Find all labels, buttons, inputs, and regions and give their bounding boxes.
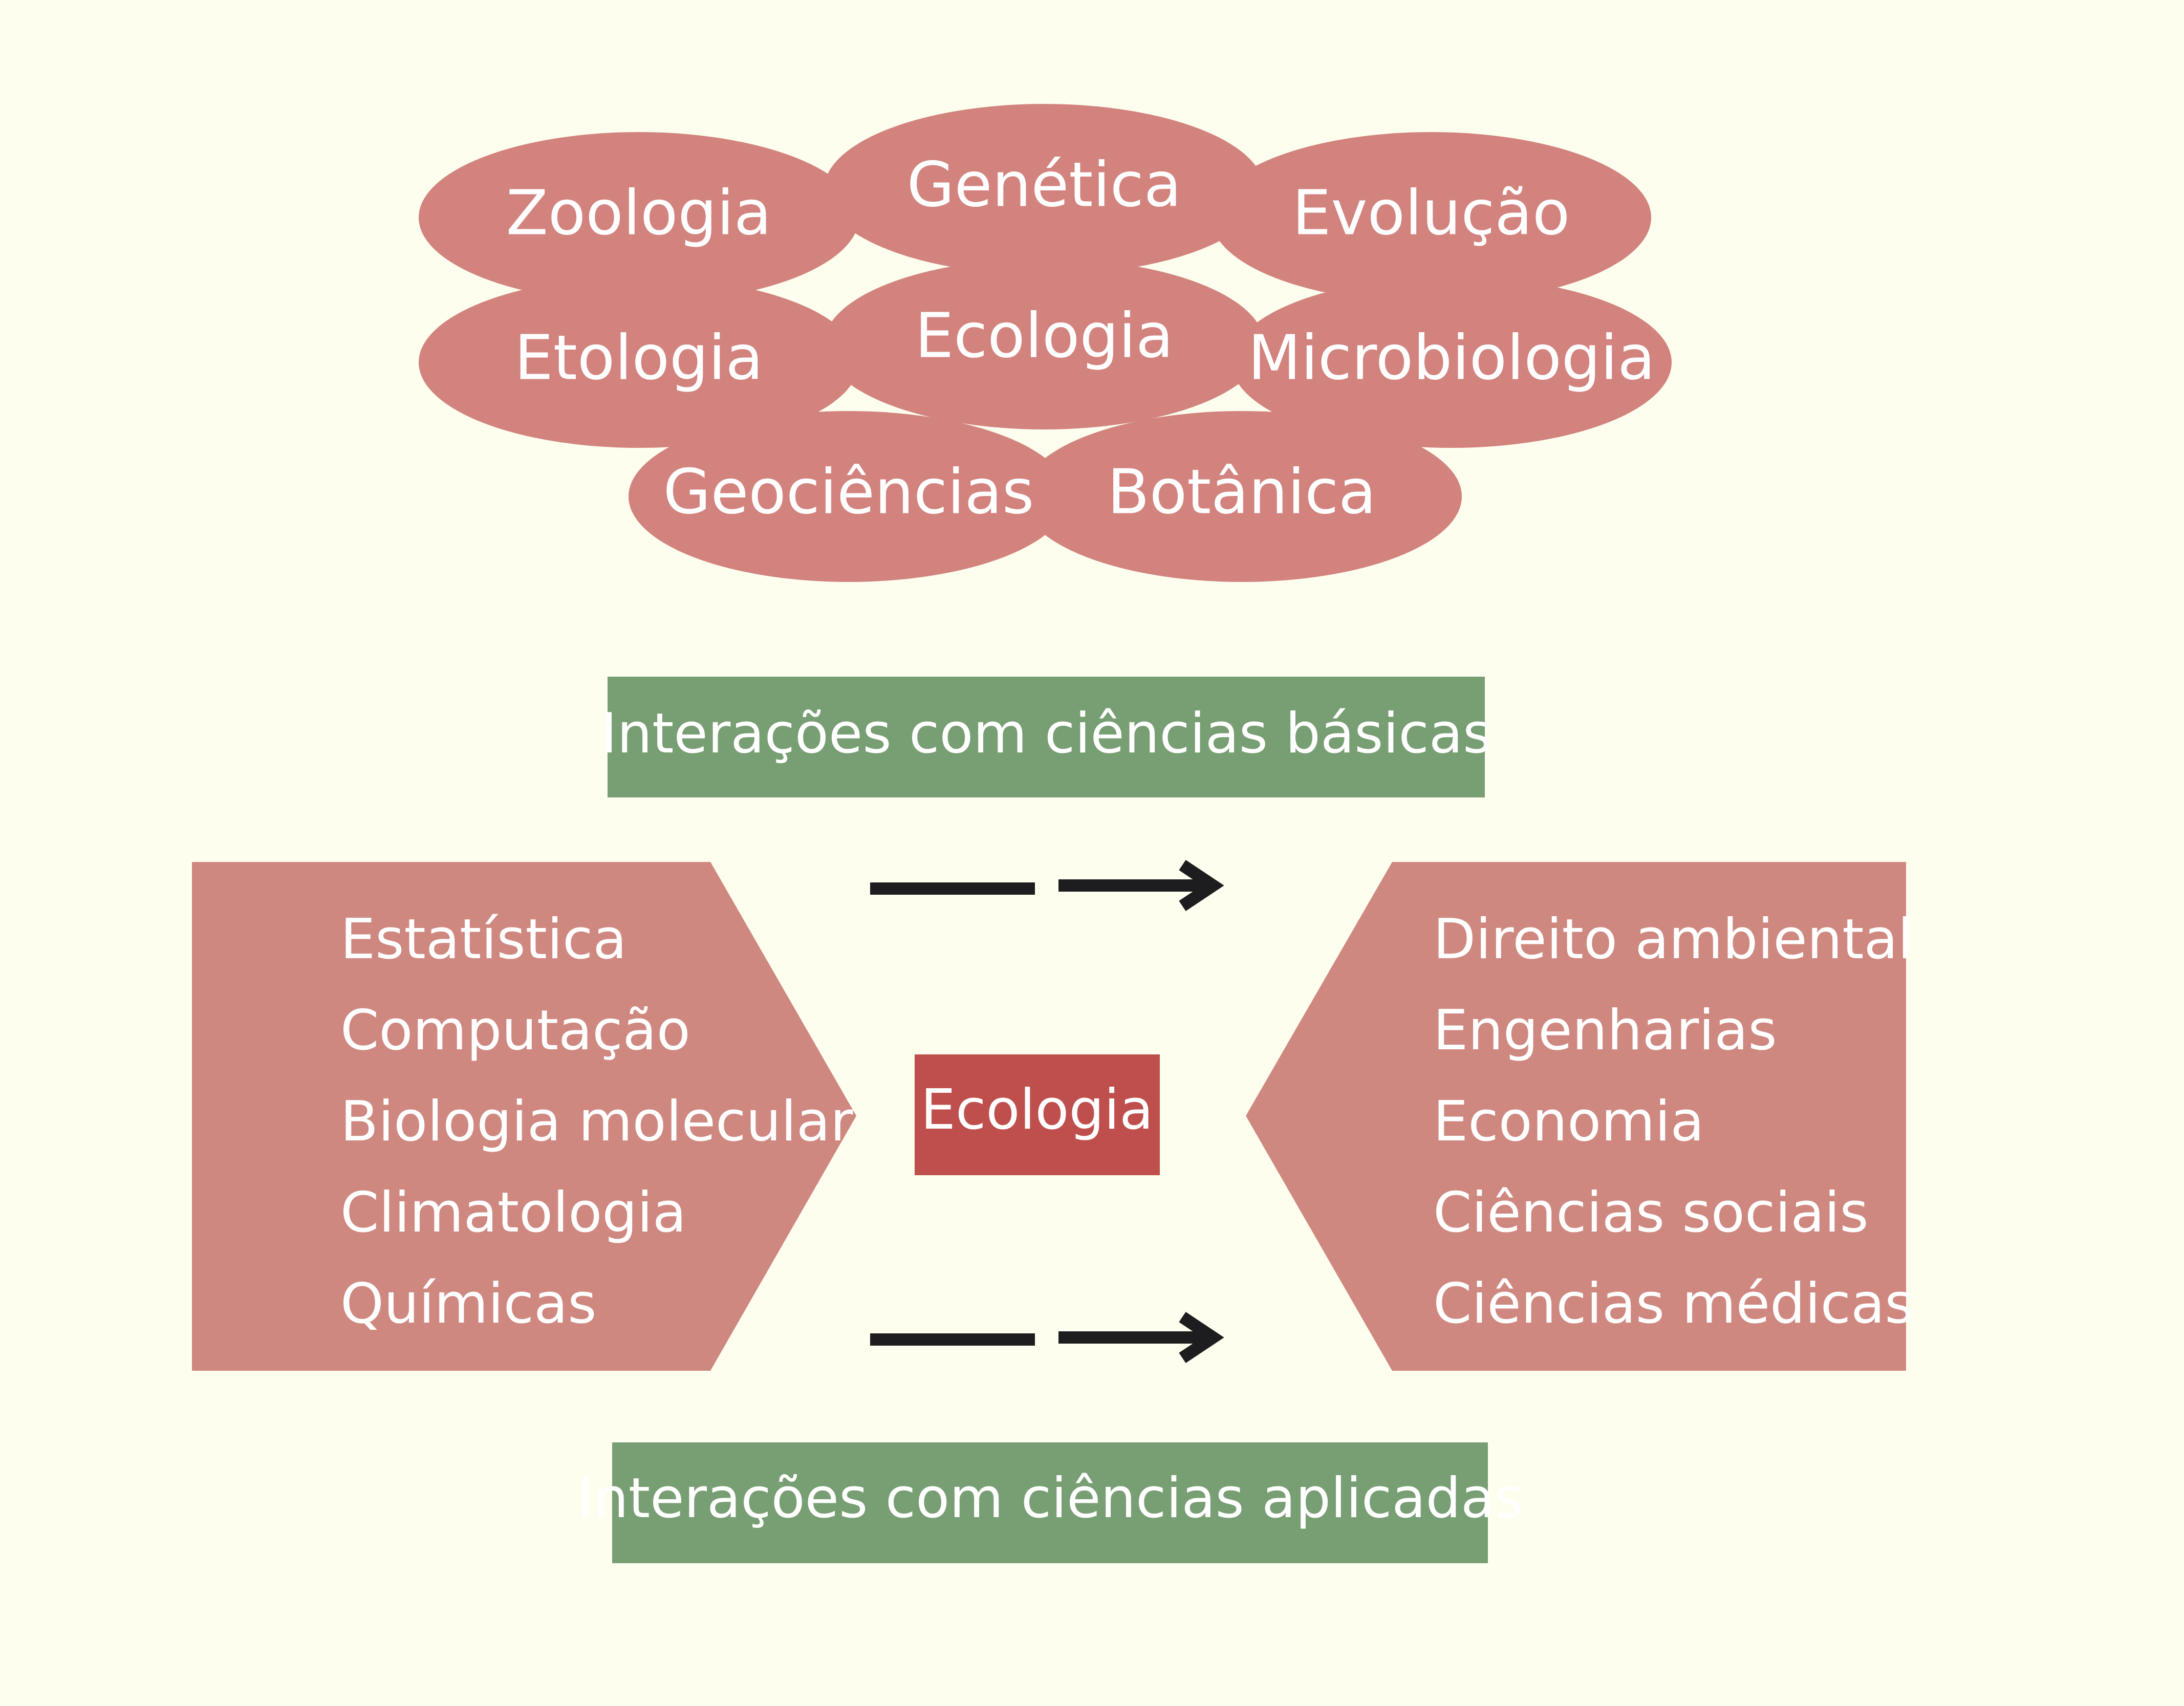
arrow-top-head <box>1179 860 1224 911</box>
right-item-engineering: Engenharias <box>1433 999 1777 1063</box>
right-item-environmental-law: Direito ambiental <box>1433 908 1913 971</box>
ellipse-microbiology <box>1231 277 1672 448</box>
left-chevron: Estatística Computação Biologia molecula… <box>192 862 856 1371</box>
label-ethology: Etologia <box>514 323 763 394</box>
left-chevron-shape <box>192 862 856 1371</box>
ellipse-ethology <box>419 277 859 448</box>
right-item-social-sciences: Ciências sociais <box>1433 1181 1869 1245</box>
label-geosciences: Geociências <box>663 457 1034 528</box>
ellipse-evolution <box>1211 132 1651 303</box>
banner-basic-box <box>608 677 1485 797</box>
arrow-bottom-head <box>1179 1312 1224 1363</box>
ellipse-zoology <box>419 132 859 303</box>
label-microbiology: Microbiologia <box>1248 323 1655 394</box>
center-box-label: Ecologia <box>921 1078 1154 1142</box>
label-evolution: Evolução <box>1292 178 1570 249</box>
label-ecology-top: Ecologia <box>915 301 1173 372</box>
label-zoology: Zoologia <box>506 178 772 249</box>
left-item-statistics: Estatística <box>340 908 627 971</box>
label-genetics: Genética <box>907 150 1182 221</box>
right-item-medical-sciences: Ciências médicas <box>1433 1272 1914 1336</box>
center-box-rect <box>915 1054 1160 1175</box>
banner-basic: Interações com ciências básicas <box>601 677 1491 797</box>
ellipse-geosciences <box>629 411 1069 582</box>
arrow-top <box>870 860 1224 911</box>
basic-sciences-cluster: Zoologia Genética Evolução Etologia Ecol… <box>419 104 1672 582</box>
right-item-economics: Economia <box>1433 1090 1704 1154</box>
center-box: Ecologia <box>915 1054 1160 1175</box>
left-item-molecular-biology: Biologia molecular <box>340 1090 853 1154</box>
banner-applied-box <box>612 1442 1488 1563</box>
ellipse-botany <box>1022 411 1462 582</box>
ellipse-genetics <box>824 104 1264 275</box>
label-botany: Botânica <box>1107 457 1376 528</box>
banner-applied: Interações com ciências aplicadas <box>577 1442 1524 1563</box>
banner-applied-label: Interações com ciências aplicadas <box>577 1466 1524 1530</box>
left-item-chemistry: Químicas <box>340 1272 597 1336</box>
right-chevron-shape <box>1246 862 1906 1371</box>
right-chevron: Direito ambiental Engenharias Economia C… <box>1246 862 1914 1371</box>
left-item-climatology: Climatologia <box>340 1181 686 1245</box>
arrow-bottom <box>870 1312 1224 1363</box>
ellipse-ecology-top <box>824 258 1264 429</box>
left-item-computing: Computação <box>340 999 690 1063</box>
banner-basic-label: Interações com ciências básicas <box>601 702 1491 766</box>
